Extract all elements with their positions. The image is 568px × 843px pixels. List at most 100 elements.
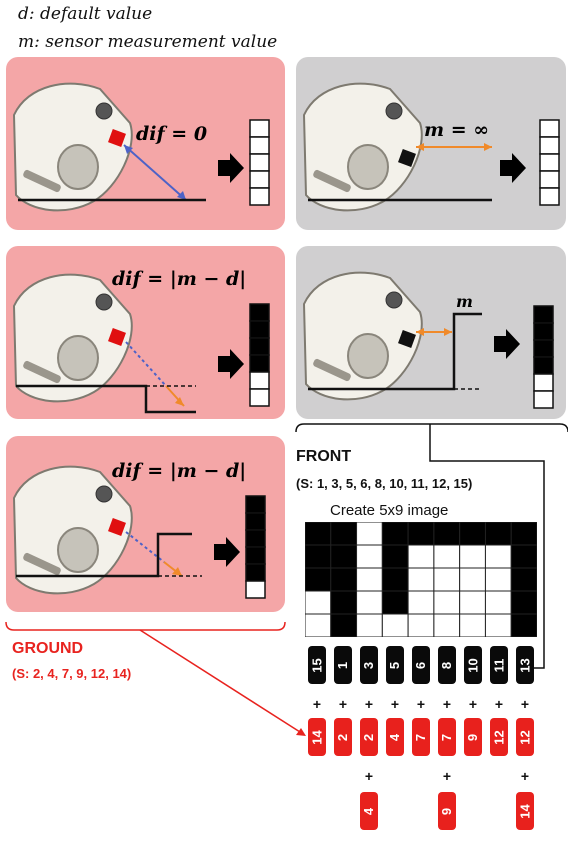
front-title: FRONT xyxy=(296,448,352,465)
front-sensor-pill: 5 xyxy=(386,646,404,684)
label-m: m xyxy=(456,292,473,311)
grid-cell xyxy=(305,567,332,592)
front-sensor-pill: 3 xyxy=(360,646,378,684)
ground-sensor-pill: 9 xyxy=(464,718,482,756)
equation-dif-abs: dif = |m − d| xyxy=(112,460,247,482)
ground-sensor-pill: 4 xyxy=(386,718,404,756)
equation-dif-zero: dif = 0 xyxy=(136,123,208,145)
grid-cell xyxy=(484,613,512,637)
grid-cell xyxy=(459,522,486,546)
grid-cell xyxy=(356,522,383,546)
robot-illustration xyxy=(12,82,270,212)
grid-cell xyxy=(433,567,461,592)
grid-cell xyxy=(433,613,461,637)
grid-cell xyxy=(433,590,461,615)
grid-cell xyxy=(433,544,461,569)
grid-cell xyxy=(510,567,537,592)
panel-ground-step: dif = |m − d| xyxy=(6,436,285,612)
ground-sensor-pill: 12 xyxy=(516,718,534,756)
panel-ground-flat: dif = 0 xyxy=(6,57,285,230)
robot-illustration xyxy=(302,271,554,409)
ground-sensor-pill: 14 xyxy=(308,718,326,756)
grid-cell xyxy=(356,567,383,592)
grid-cell xyxy=(459,590,486,615)
sensor-column-partial xyxy=(533,305,554,409)
grid-cell xyxy=(330,567,358,592)
grid-cell xyxy=(381,590,409,615)
front-sensor-pill: 10 xyxy=(464,646,482,684)
grid-cell xyxy=(305,522,332,546)
grid-cell xyxy=(407,522,435,546)
ground-sensor-pill: 14 xyxy=(516,792,534,830)
equation-m-infinity: m = ∞ xyxy=(424,119,490,141)
grid-cell xyxy=(381,544,409,569)
sensor-image-grid xyxy=(305,522,537,637)
sensor-column-empty xyxy=(539,119,560,206)
grid-cell xyxy=(305,544,332,569)
front-sensor-pill: 1 xyxy=(334,646,352,684)
front-sensor-pill: 15 xyxy=(308,646,326,684)
plus-sign: + xyxy=(442,768,452,784)
equation-dif-abs: dif = |m − d| xyxy=(112,268,247,290)
grid-cell xyxy=(407,544,435,569)
grid-cell xyxy=(433,522,461,546)
image-caption: Create 5x9 image xyxy=(330,502,449,519)
grid-cell xyxy=(381,613,409,637)
plus-sign: + xyxy=(494,696,504,712)
legend-default-value: d: default value xyxy=(18,4,153,24)
grid-cell xyxy=(484,567,512,592)
robot-illustration xyxy=(12,465,266,599)
plus-sign: + xyxy=(364,696,374,712)
panel-ground-drop: dif = |m − d| xyxy=(6,246,285,419)
ground-sensor-pill: 7 xyxy=(438,718,456,756)
front-sensor-pill: 13 xyxy=(516,646,534,684)
sensor-column-partial xyxy=(249,303,270,407)
ground-title: GROUND xyxy=(12,640,84,657)
plus-sign: + xyxy=(390,696,400,712)
ground-sensor-pill: 4 xyxy=(360,792,378,830)
grid-cell xyxy=(356,590,383,615)
plus-sign: + xyxy=(338,696,348,712)
front-sensor-pill: 8 xyxy=(438,646,456,684)
grid-cell xyxy=(305,590,332,615)
grid-cell xyxy=(330,544,358,569)
front-sensor-pill: 6 xyxy=(412,646,430,684)
plus-sign: + xyxy=(416,696,426,712)
ground-sensor-pill: 12 xyxy=(490,718,508,756)
ground-sensor-pill: 7 xyxy=(412,718,430,756)
grid-cell xyxy=(330,613,358,637)
grid-cell xyxy=(407,613,435,637)
front-sensor-list: (S: 1, 3, 5, 6, 8, 10, 11, 12, 15) xyxy=(296,476,473,491)
grid-cell xyxy=(510,590,537,615)
grid-cell xyxy=(381,567,409,592)
grid-cell xyxy=(407,590,435,615)
grid-cell xyxy=(459,567,486,592)
ground-sensor-pill: 9 xyxy=(438,792,456,830)
grid-cell xyxy=(407,567,435,592)
grid-cell xyxy=(484,590,512,615)
grid-cell xyxy=(381,522,409,546)
grid-cell xyxy=(459,613,486,637)
plus-sign: + xyxy=(364,768,374,784)
plus-sign: + xyxy=(520,696,530,712)
plus-sign: + xyxy=(442,696,452,712)
grid-cell xyxy=(510,544,537,569)
grid-cell xyxy=(484,544,512,569)
sensor-column-partial xyxy=(245,495,266,599)
front-sensor-pill: 11 xyxy=(490,646,508,684)
grid-cell xyxy=(510,613,537,637)
grid-cell xyxy=(356,613,383,637)
panel-front-none: m = ∞ xyxy=(296,57,566,230)
grid-cell xyxy=(356,544,383,569)
legend-measurement-value: m: sensor measurement value xyxy=(18,32,278,52)
sensor-column-empty xyxy=(249,119,270,206)
ground-sensor-pill: 2 xyxy=(360,718,378,756)
grid-cell xyxy=(510,522,537,546)
plus-sign: + xyxy=(312,696,322,712)
ground-sensor-pill: 2 xyxy=(334,718,352,756)
panel-front-wall: m xyxy=(296,246,566,419)
grid-cell xyxy=(330,590,358,615)
grid-cell xyxy=(330,522,358,546)
grid-cell xyxy=(459,544,486,569)
robot-illustration xyxy=(302,82,560,212)
